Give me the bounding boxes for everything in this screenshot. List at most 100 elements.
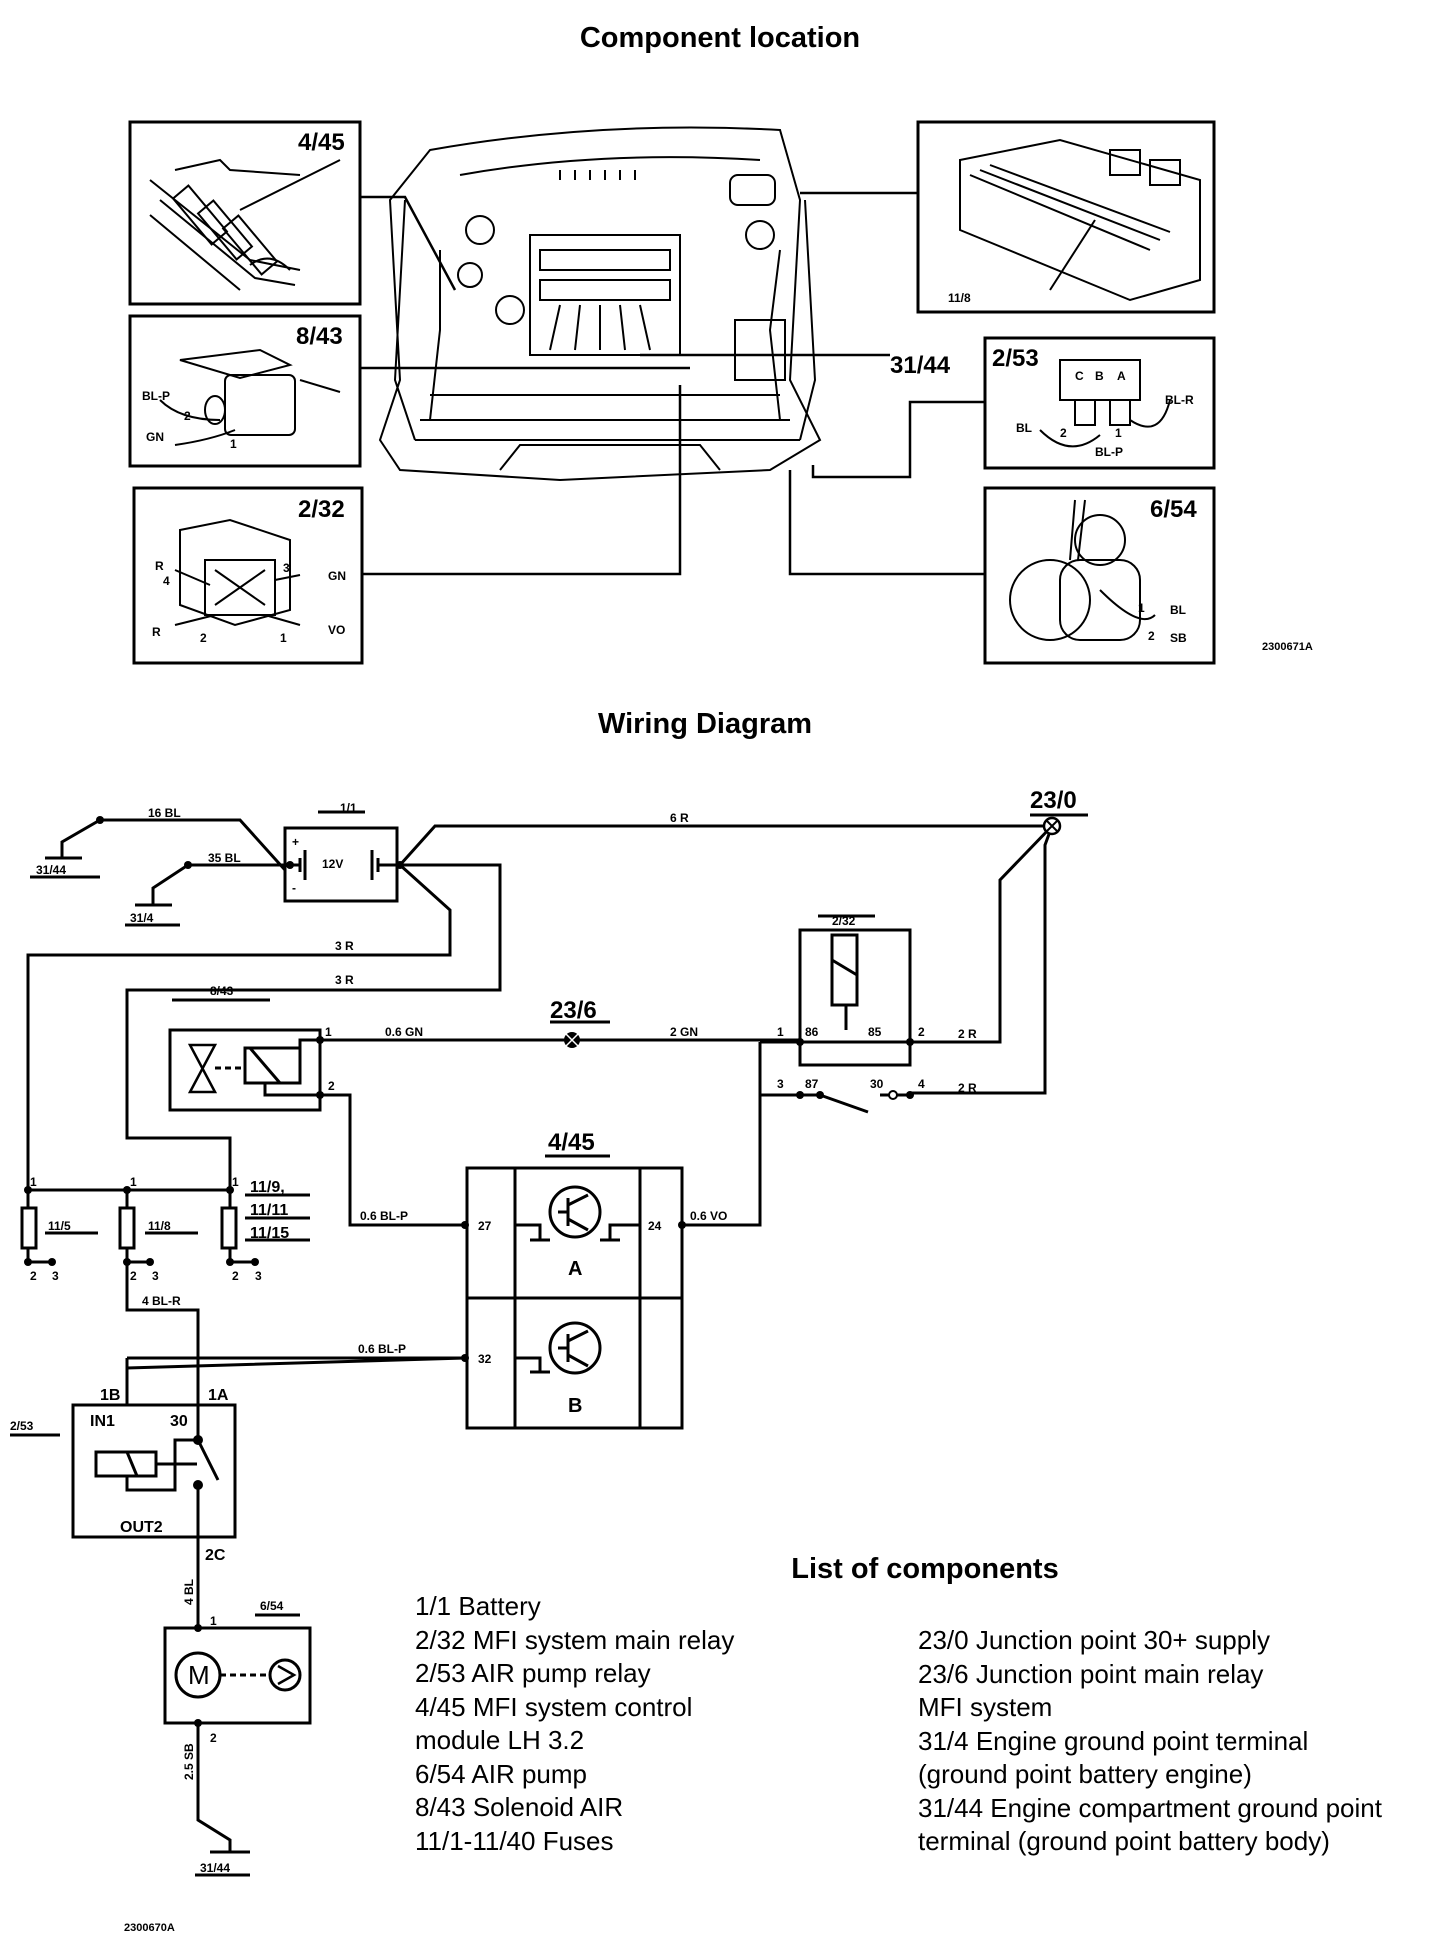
components-list-right: 23/0 Junction point 30+ supply 23/6 Junc… [918, 1624, 1382, 1859]
wire-16bl [60, 818, 287, 872]
component-item: 2/53 AIR pump relay [415, 1658, 651, 1688]
wire-06blp-a [320, 1093, 465, 1227]
fusebox-illustration [959, 138, 1201, 302]
wire-label: 3 R [335, 973, 354, 987]
pin-label: VO [328, 623, 345, 637]
wire-label: 2 R [958, 1027, 977, 1041]
module-pin: 27 [478, 1219, 492, 1233]
wire-label: 0.6 BL-P [358, 1342, 406, 1356]
wire-label: 4 BL [182, 1579, 196, 1605]
relay-conn: 4 [918, 1077, 925, 1091]
wire-label: 2 GN [670, 1025, 698, 1039]
air-pump-6-54-illustration [1009, 499, 1156, 641]
component-item: 11/1-11/40 Fuses [415, 1825, 614, 1856]
relay-2-32-illustration [174, 518, 301, 627]
junction-label-23-6: 23/6 [550, 997, 597, 1024]
wire-label: 4 BL-R [142, 1294, 181, 1308]
callout-label-8-43: 8/43 [296, 323, 343, 350]
callout-box-fusebox [916, 120, 1216, 314]
wire-label: 0.6 VO [690, 1209, 727, 1223]
module-stage-b: B [568, 1395, 582, 1417]
figure-code-location: 2300671A [1262, 641, 1313, 653]
wire-25sb [196, 1723, 232, 1852]
fuse-pin: 2 [232, 1269, 239, 1283]
wire-06vo [682, 1042, 762, 1227]
relay-conn: 2 [918, 1025, 925, 1039]
wire-label: 0.6 BL-P [360, 1209, 408, 1223]
wiring-diagram-title: Wiring Diagram [597, 708, 813, 740]
fuse-pin: 1 [130, 1175, 137, 1189]
ground-label-31-44-bottom: 31/44 [200, 1861, 230, 1875]
callout-label-2-53: 2/53 [992, 345, 1039, 372]
pin-label: 2 [200, 631, 207, 645]
air-pump-relay-box [71, 1403, 237, 1539]
air-pump-id: 6/54 [260, 1599, 284, 1613]
relay-term: 1A [208, 1387, 229, 1404]
battery-plus: + [292, 835, 299, 849]
component-item: 2/32 MFI system main relay [415, 1624, 735, 1655]
callout-box-8-43 [128, 314, 362, 468]
pin-label: BL-P [142, 389, 170, 403]
air-pump-relay-id: 2/53 [10, 1419, 34, 1433]
air-pump-box [163, 1626, 312, 1725]
relay-pin: 30 [870, 1077, 884, 1091]
wire-35bl [151, 863, 290, 905]
leader-lines [360, 191, 985, 576]
fuse-label: 11/8 [148, 1219, 171, 1233]
relay-contact-icon [888, 1090, 898, 1100]
component-item: (ground point battery engine) [918, 1759, 1252, 1789]
wire-label: 2 R [958, 1081, 977, 1095]
motor-icon: M [188, 1660, 210, 1690]
fuse-label: 11/15 [250, 1225, 289, 1242]
component-item: 6/54 AIR pump [415, 1758, 587, 1789]
control-module-id: 4/45 [548, 1129, 595, 1156]
solenoid-pin: 1 [325, 1025, 332, 1039]
relay-term: 1B [100, 1387, 120, 1404]
junction-point-23-6-icon [564, 1032, 580, 1048]
battery-voltage: 12V [322, 857, 343, 871]
pin-label: B [1095, 369, 1104, 383]
module-pin: 24 [648, 1219, 662, 1233]
solenoid-box [168, 1028, 322, 1112]
pin-label: R [152, 625, 161, 639]
callout-label-31-44: 31/44 [890, 352, 951, 379]
junction-label-23-0: 23/0 [1030, 787, 1077, 814]
wire-label: 2.5 SB [182, 1743, 196, 1780]
pin-label: 1 [280, 631, 287, 645]
fuse-label: 11/5 [48, 1219, 71, 1233]
junction-point-23-0-icon [1042, 816, 1062, 836]
callout-label-6-54: 6/54 [1150, 496, 1197, 523]
relay-pin: OUT2 [120, 1519, 163, 1536]
callout-label-2-32: 2/32 [298, 496, 345, 523]
fuse [118, 1206, 136, 1250]
main-relay-id: 2/32 [832, 914, 856, 928]
relay-pin: 86 [805, 1025, 819, 1039]
pin-label: BL-P [1095, 445, 1123, 459]
pin-label: 4 [163, 574, 170, 588]
callout-box-2-32 [132, 486, 364, 665]
battery-minus: - [292, 881, 296, 895]
wire-6r [398, 824, 1052, 867]
pin-label: SB [1170, 631, 1187, 645]
relay-conn: 1 [777, 1025, 784, 1039]
pin-label: BL [1016, 421, 1032, 435]
wire-label: 35 BL [208, 851, 241, 865]
component-item: MFI system [918, 1692, 1053, 1722]
pin-label: 2 [184, 409, 191, 423]
engine-bay-illustration [378, 126, 822, 482]
fuse-pin: 3 [52, 1269, 59, 1283]
module-pin: 32 [478, 1352, 492, 1366]
component-item: 31/44 Engine compartment ground point [918, 1792, 1382, 1823]
pin-label: 3 [283, 561, 290, 575]
pin-label: A [1117, 369, 1126, 383]
fuse-pin: 3 [152, 1269, 159, 1283]
fuse-pin: 1 [30, 1175, 37, 1189]
relay-conn: 3 [777, 1077, 784, 1091]
component-item: 31/4 Engine ground point terminal [918, 1725, 1309, 1756]
fuse-label: 11/9, [250, 1179, 285, 1196]
component-item: module LH 3.2 [415, 1725, 585, 1755]
callout-box-6-54 [983, 486, 1216, 665]
fuse-pin: 3 [255, 1269, 262, 1283]
wire-4blr [125, 1262, 200, 1408]
pin-label: BL [1170, 603, 1186, 617]
